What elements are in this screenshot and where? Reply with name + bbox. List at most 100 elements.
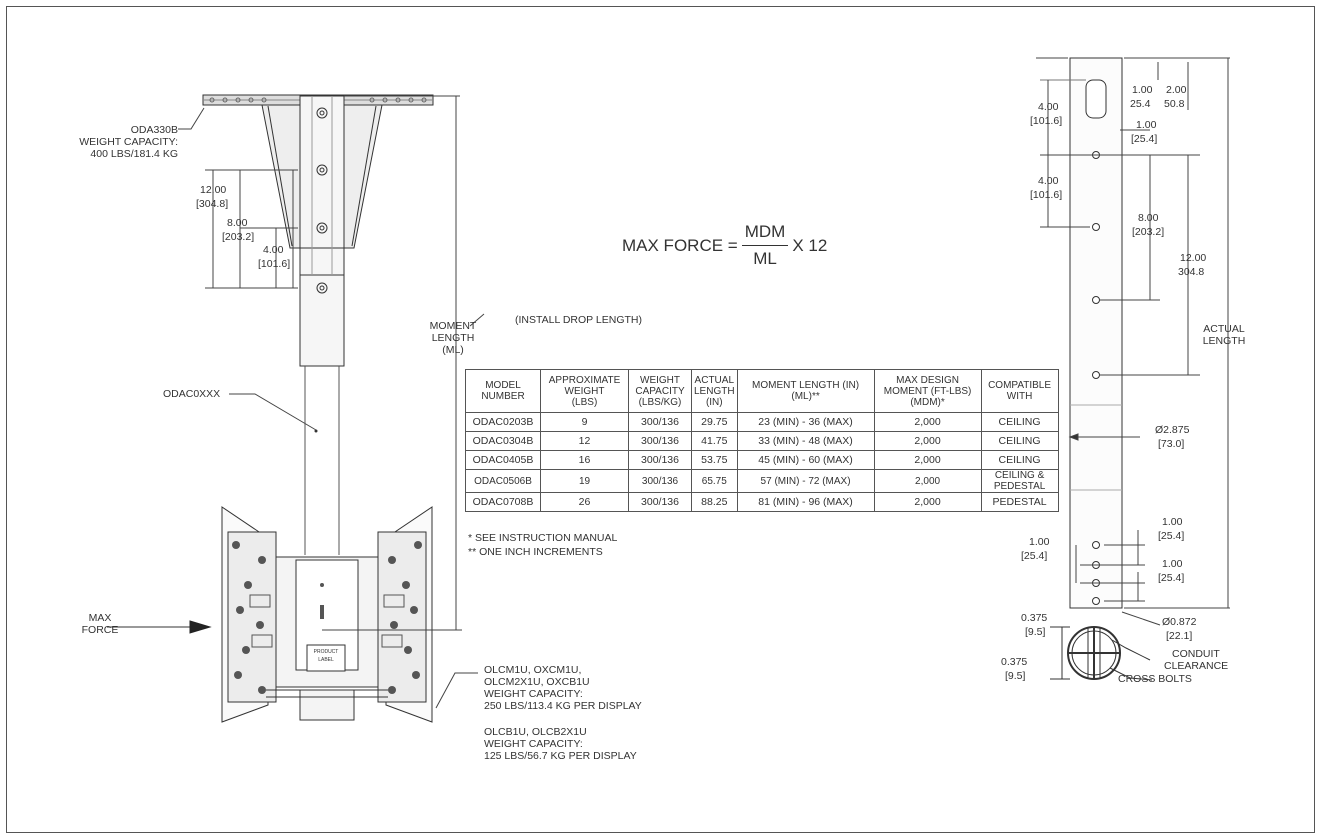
dim-r-12-mm: 304.8 [1178, 266, 1205, 278]
mount-gussets [261, 104, 383, 249]
table-row: ODAC0405B 16 300/136 53.75 45 (MIN) - 60… [465, 450, 1059, 470]
left-leaders [178, 107, 478, 709]
cell-compatible: CEILING [980, 412, 1059, 432]
max-force-arrow [189, 620, 212, 634]
dim-r-4a-mm: [101.6] [1030, 115, 1063, 127]
conduit-label-2: CLEARANCE [1164, 660, 1229, 672]
cell-actual-length: 53.75 [691, 450, 738, 470]
dim-r-1a-in: 1.00 [1132, 84, 1153, 96]
dim-r-dia-mm: [73.0] [1158, 438, 1185, 450]
cm-capacity-value: 250 LBS/113.4 KG PER DISPLAY [484, 700, 642, 712]
dim-r-8-in: 8.00 [1138, 212, 1159, 224]
product-label-bottom: LABEL [318, 657, 334, 663]
formula-fraction: MDM ML [741, 222, 789, 269]
dim-r-1e-mm: [25.4] [1158, 572, 1185, 584]
dim-r-1b-mm: [25.4] [1131, 133, 1158, 145]
moment-label-2: LENGTH [431, 332, 475, 344]
cm-models-2: OLCM2X1U, OXCB1U [484, 676, 590, 688]
cell-capacity: 300/136 [628, 492, 692, 512]
dim-8in: 8.00 [227, 217, 248, 229]
dim-r-375b-in: 0.375 [1001, 656, 1028, 668]
left-dimension-lines [205, 169, 298, 289]
cell-actual-length: 88.25 [691, 492, 738, 512]
install-drop-label: (INSTALL DROP LENGTH) [515, 314, 642, 326]
max-force-label-2: FORCE [81, 624, 119, 636]
dim-r-1d-in: 1.00 [1029, 536, 1050, 548]
cb-capacity-title: WEIGHT CAPACITY: [484, 738, 583, 750]
cm-capacity-title: WEIGHT CAPACITY: [484, 688, 583, 700]
column-head [299, 95, 345, 367]
max-force-label-1: MAX [88, 612, 112, 624]
cell-model: ODAC0304B [465, 431, 541, 451]
dim-r-12-in: 12.00 [1180, 252, 1207, 264]
cb-models: OLCB1U, OLCB2X1U [484, 726, 587, 738]
cell-capacity: 300/136 [628, 431, 692, 451]
dim-r-1b-in: 1.00 [1136, 119, 1157, 131]
dim-r-1e-in: 1.00 [1162, 558, 1183, 570]
formula-denominator: ML [753, 249, 777, 268]
column-model-label: ODAC0XXX [163, 388, 221, 400]
dim-r-375a-in: 0.375 [1021, 612, 1048, 624]
right-dimension-lines [1036, 57, 1230, 626]
dim-r-4b-in: 4.00 [1038, 175, 1059, 187]
cell-capacity: 300/136 [628, 469, 692, 493]
table-row: ODAC0203B 9 300/136 29.75 23 (MIN) - 36 … [465, 412, 1059, 432]
cell-weight: 9 [540, 412, 629, 432]
cell-weight: 16 [540, 450, 629, 470]
column-tube [304, 366, 340, 555]
dim-r-375a-mm: [9.5] [1025, 626, 1046, 638]
dim-r-1d-mm: [25.4] [1021, 550, 1048, 562]
max-force-formula: MAX FORCE = MDM ML X 12 [622, 222, 827, 269]
moment-label-1: MOMENT [429, 320, 477, 332]
dim-r-dia2-mm: [22.1] [1166, 630, 1193, 642]
cell-mdm: 2,000 [873, 450, 982, 470]
dim-8mm: [203.2] [222, 231, 255, 243]
dim-r-4b-mm: [101.6] [1030, 189, 1063, 201]
cell-actual-length: 41.75 [691, 431, 738, 451]
formula-lhs: MAX FORCE = [622, 235, 738, 255]
drawing-frame [6, 6, 1315, 833]
dim-r-dia-in: Ø2.875 [1155, 424, 1190, 436]
cross-section-view [1050, 626, 1153, 681]
cb-capacity-value: 125 LBS/56.7 KG PER DISPLAY [484, 750, 637, 762]
mount-model-label: ODA330B [130, 124, 178, 136]
formula-numerator: MDM [741, 222, 789, 246]
cell-moment-length: 23 (MIN) - 36 (MAX) [736, 412, 875, 432]
dim-12mm: [304.8] [196, 198, 229, 210]
dim-r-375b-mm: [9.5] [1005, 670, 1026, 682]
actual-length-label-2: LENGTH [1202, 335, 1246, 347]
cell-compatible: CEILING [980, 450, 1059, 470]
dim-r-dia2-in: Ø0.872 [1162, 616, 1197, 628]
cell-mdm: 2,000 [873, 469, 982, 493]
cell-mdm: 2,000 [873, 412, 982, 432]
moment-length-dimension [322, 95, 485, 631]
mount-capacity-value: 400 LBS/181.4 KG [90, 148, 178, 160]
dim-r-4a-in: 4.00 [1038, 101, 1059, 113]
table-row: ODAC0506B 19 300/136 65.75 57 (MIN) - 72… [465, 469, 1059, 493]
cm-models-1: OLCM1U, OXCM1U, [484, 664, 582, 676]
cell-moment-length: 45 (MIN) - 60 (MAX) [736, 450, 875, 470]
cell-moment-length: 33 (MIN) - 48 (MAX) [736, 431, 875, 451]
mount-capacity-title: WEIGHT CAPACITY: [79, 136, 178, 148]
dim-4in: 4.00 [263, 244, 284, 256]
cell-moment-length: 57 (MIN) - 72 (MAX) [736, 469, 875, 493]
cross-bolts-label: CROSS BOLTS [1118, 673, 1192, 685]
actual-length-label-1: ACTUAL [1203, 323, 1245, 335]
cell-model: ODAC0203B [465, 412, 541, 432]
table-row: ODAC0708B 26 300/136 88.25 81 (MIN) - 96… [465, 492, 1059, 512]
cell-actual-length: 65.75 [691, 469, 738, 493]
moment-label-3: (ML) [442, 344, 464, 356]
cell-weight: 19 [540, 469, 629, 493]
dim-r-1c-mm: [25.4] [1158, 530, 1185, 542]
product-label-top: PRODUCT [313, 649, 339, 655]
cell-model: ODAC0506B [465, 469, 541, 493]
cell-mdm: 2,000 [873, 431, 982, 451]
note-instruction-manual: * SEE INSTRUCTION MANUAL [468, 532, 618, 544]
